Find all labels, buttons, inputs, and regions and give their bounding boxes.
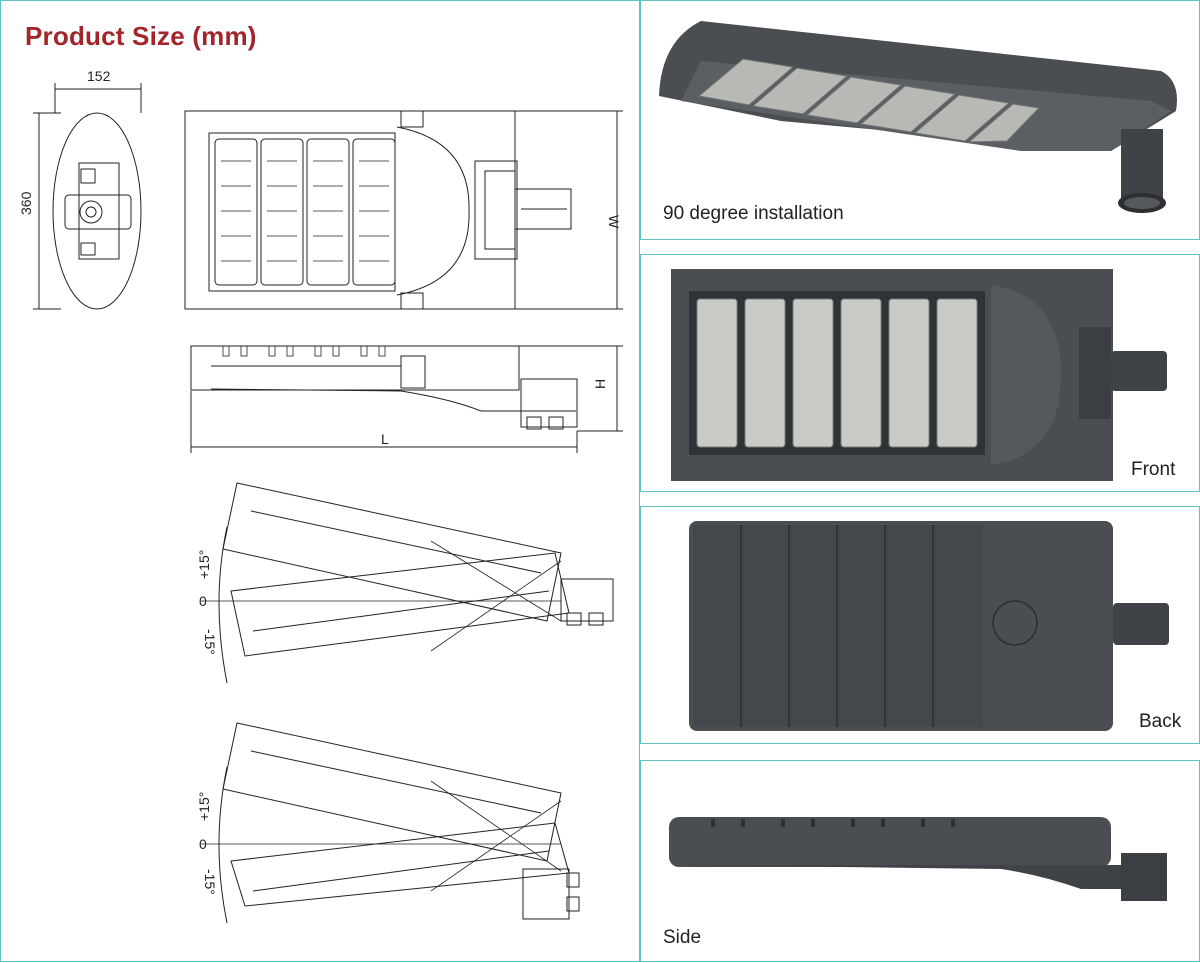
page-title: Product Size (mm) (25, 21, 257, 51)
back-photo-panel: Back (640, 506, 1200, 744)
w-dimension-label: W (606, 215, 622, 229)
dimension-drawings: 152 360 W H L +15° 0 -15° +15° 0 -15° (18, 68, 623, 924)
tilt-view-drawing-lower (201, 722, 580, 924)
tilt-down-angle-label-2: -15° (202, 869, 218, 895)
installation-photo-panel: 90 degree installation (640, 0, 1200, 240)
front-photo-panel: Front (640, 254, 1200, 492)
installation-photo (659, 21, 1177, 213)
height-dimension-label: 360 (18, 191, 34, 215)
tilt-down-angle-label: -15° (202, 629, 218, 655)
width-dimension-label: 152 (87, 68, 111, 84)
side-photo-panel: Side (640, 760, 1200, 962)
front-caption: Front (1131, 459, 1176, 480)
end-view-drawing (33, 83, 142, 310)
h-dimension-label: H (592, 379, 608, 389)
technical-drawing-panel: Product Size (mm) (0, 0, 640, 962)
tilt-zero-angle-label: 0 (199, 593, 207, 609)
side-view-drawing (190, 345, 623, 453)
side-caption: Side (663, 927, 702, 948)
top-view-drawing (184, 110, 623, 310)
l-dimension-label: L (381, 431, 389, 447)
installation-caption: 90 degree installation (663, 203, 844, 224)
tilt-view-drawing-upper (201, 482, 614, 684)
back-caption: Back (1139, 711, 1182, 732)
front-photo (671, 269, 1167, 481)
side-photo (669, 817, 1167, 901)
tilt-up-angle-label: +15° (196, 550, 212, 579)
tilt-up-angle-label-2: +15° (196, 792, 212, 821)
back-photo (689, 521, 1169, 731)
tilt-zero-angle-label-2: 0 (199, 836, 207, 852)
